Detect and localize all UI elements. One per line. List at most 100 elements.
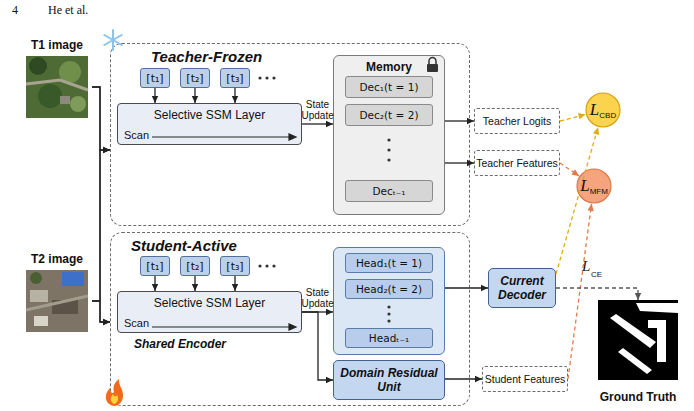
flame <box>106 379 123 406</box>
arrow-head <box>571 169 579 176</box>
token-box: [t₂] <box>180 68 210 88</box>
debris <box>52 300 78 314</box>
node-label: Decₜ₋₁ <box>372 185 405 197</box>
node-label: Selective SSM Layer <box>154 296 265 310</box>
node-label: T1 image <box>31 38 83 52</box>
model-group: Student-Active[t₁][t₂][t₃]Selective SSM … <box>110 232 470 406</box>
connector <box>445 376 482 382</box>
connector <box>568 204 594 379</box>
tree <box>29 57 47 75</box>
scan-arrows <box>152 134 296 330</box>
snowflake-icon <box>104 30 121 50</box>
arrow-head <box>635 293 641 300</box>
connector-line <box>194 88 195 103</box>
node-label: Headₜ₋₁ <box>369 332 409 344</box>
node-label: Domain Residual Unit <box>337 366 441 394</box>
input-image: T1 image <box>22 38 92 120</box>
connector <box>92 301 110 325</box>
connector <box>560 163 579 176</box>
dot <box>272 264 275 267</box>
arrow-head <box>103 147 110 153</box>
connector <box>302 312 333 383</box>
ground-truth-image: Ground Truth <box>592 300 684 404</box>
free-label: He et al. <box>48 3 88 18</box>
scan-arrow <box>152 136 290 137</box>
arrow-head <box>152 284 158 291</box>
arrow-head <box>152 96 158 103</box>
head-box: Headₜ₋₁ <box>345 328 433 348</box>
mask-region <box>648 320 666 362</box>
head-box: Head₁(t = 1) <box>345 253 433 273</box>
t2-photo <box>26 270 88 332</box>
node-label: Teacher Features <box>476 157 558 169</box>
node-label: [t₂] <box>186 260 203 273</box>
dot <box>258 264 261 267</box>
dot <box>387 305 390 308</box>
connector <box>92 87 110 325</box>
connector <box>232 88 238 103</box>
debris <box>34 316 48 326</box>
mask-region <box>618 348 652 374</box>
node-label: [t₃] <box>226 260 243 273</box>
free-label: CE <box>591 270 602 279</box>
dot <box>265 76 268 79</box>
lock-shackle <box>429 58 436 65</box>
edge-label: State Update <box>302 287 334 309</box>
dot <box>272 76 275 79</box>
connector <box>560 113 586 121</box>
node-sublabel: Scan <box>124 129 149 141</box>
ellipsis-dots <box>258 76 390 322</box>
input-image: T2 image <box>22 252 92 334</box>
road <box>26 80 88 90</box>
ssm-layer-box: Selective SSM LayerScan <box>117 291 302 333</box>
arrow-head <box>578 113 586 119</box>
node-label: Ground Truth <box>600 390 677 404</box>
photo-base <box>26 56 88 118</box>
connector <box>302 121 333 127</box>
dot <box>387 158 390 161</box>
decoder-box: Dec₂(t = 2) <box>345 104 433 126</box>
arrow-head <box>467 118 474 124</box>
roof <box>60 96 70 104</box>
node-label: [t₂] <box>186 72 203 85</box>
node-label: [t₁] <box>146 72 163 85</box>
node-sublabel: MFM <box>590 187 608 196</box>
arrow-head <box>103 147 110 153</box>
connector-line <box>194 276 195 291</box>
connector <box>152 276 158 291</box>
ground-truth-mask <box>598 300 678 380</box>
arrow-head <box>103 319 110 325</box>
tree <box>30 272 42 284</box>
token-box: [t₃] <box>220 256 250 276</box>
lock-body <box>427 64 438 72</box>
node-label: Dec₂(t = 2) <box>360 109 419 121</box>
connector <box>92 147 110 301</box>
node-label: Head₁(t = 1) <box>356 257 422 269</box>
head-box: Head₂(t = 2) <box>345 279 433 299</box>
connector <box>556 288 641 300</box>
node-label: Current Decoder <box>492 274 552 302</box>
mask-base <box>598 300 678 380</box>
connector <box>192 276 198 291</box>
node-sublabel: Scan <box>124 317 149 329</box>
node-label: Teacher Logits <box>483 115 551 127</box>
connector-line <box>445 378 482 379</box>
fire-icon <box>106 379 123 406</box>
connector-line <box>92 301 110 322</box>
connector-line <box>568 204 592 379</box>
arrow-head <box>289 324 296 330</box>
dot <box>258 76 261 79</box>
output-box: Teacher Features <box>474 150 560 176</box>
connector <box>192 88 198 103</box>
blue-roof <box>62 272 84 286</box>
loss-circle-shape <box>586 93 620 127</box>
connector-line <box>92 150 110 301</box>
output-box: Teacher Logits <box>474 108 560 134</box>
node-label: Dec₁(t = 1) <box>360 81 419 93</box>
connector-line <box>445 287 488 288</box>
arrow-head <box>232 284 238 291</box>
connector <box>445 285 488 291</box>
arrow-head <box>232 96 238 103</box>
snowflake-arm <box>104 35 121 45</box>
